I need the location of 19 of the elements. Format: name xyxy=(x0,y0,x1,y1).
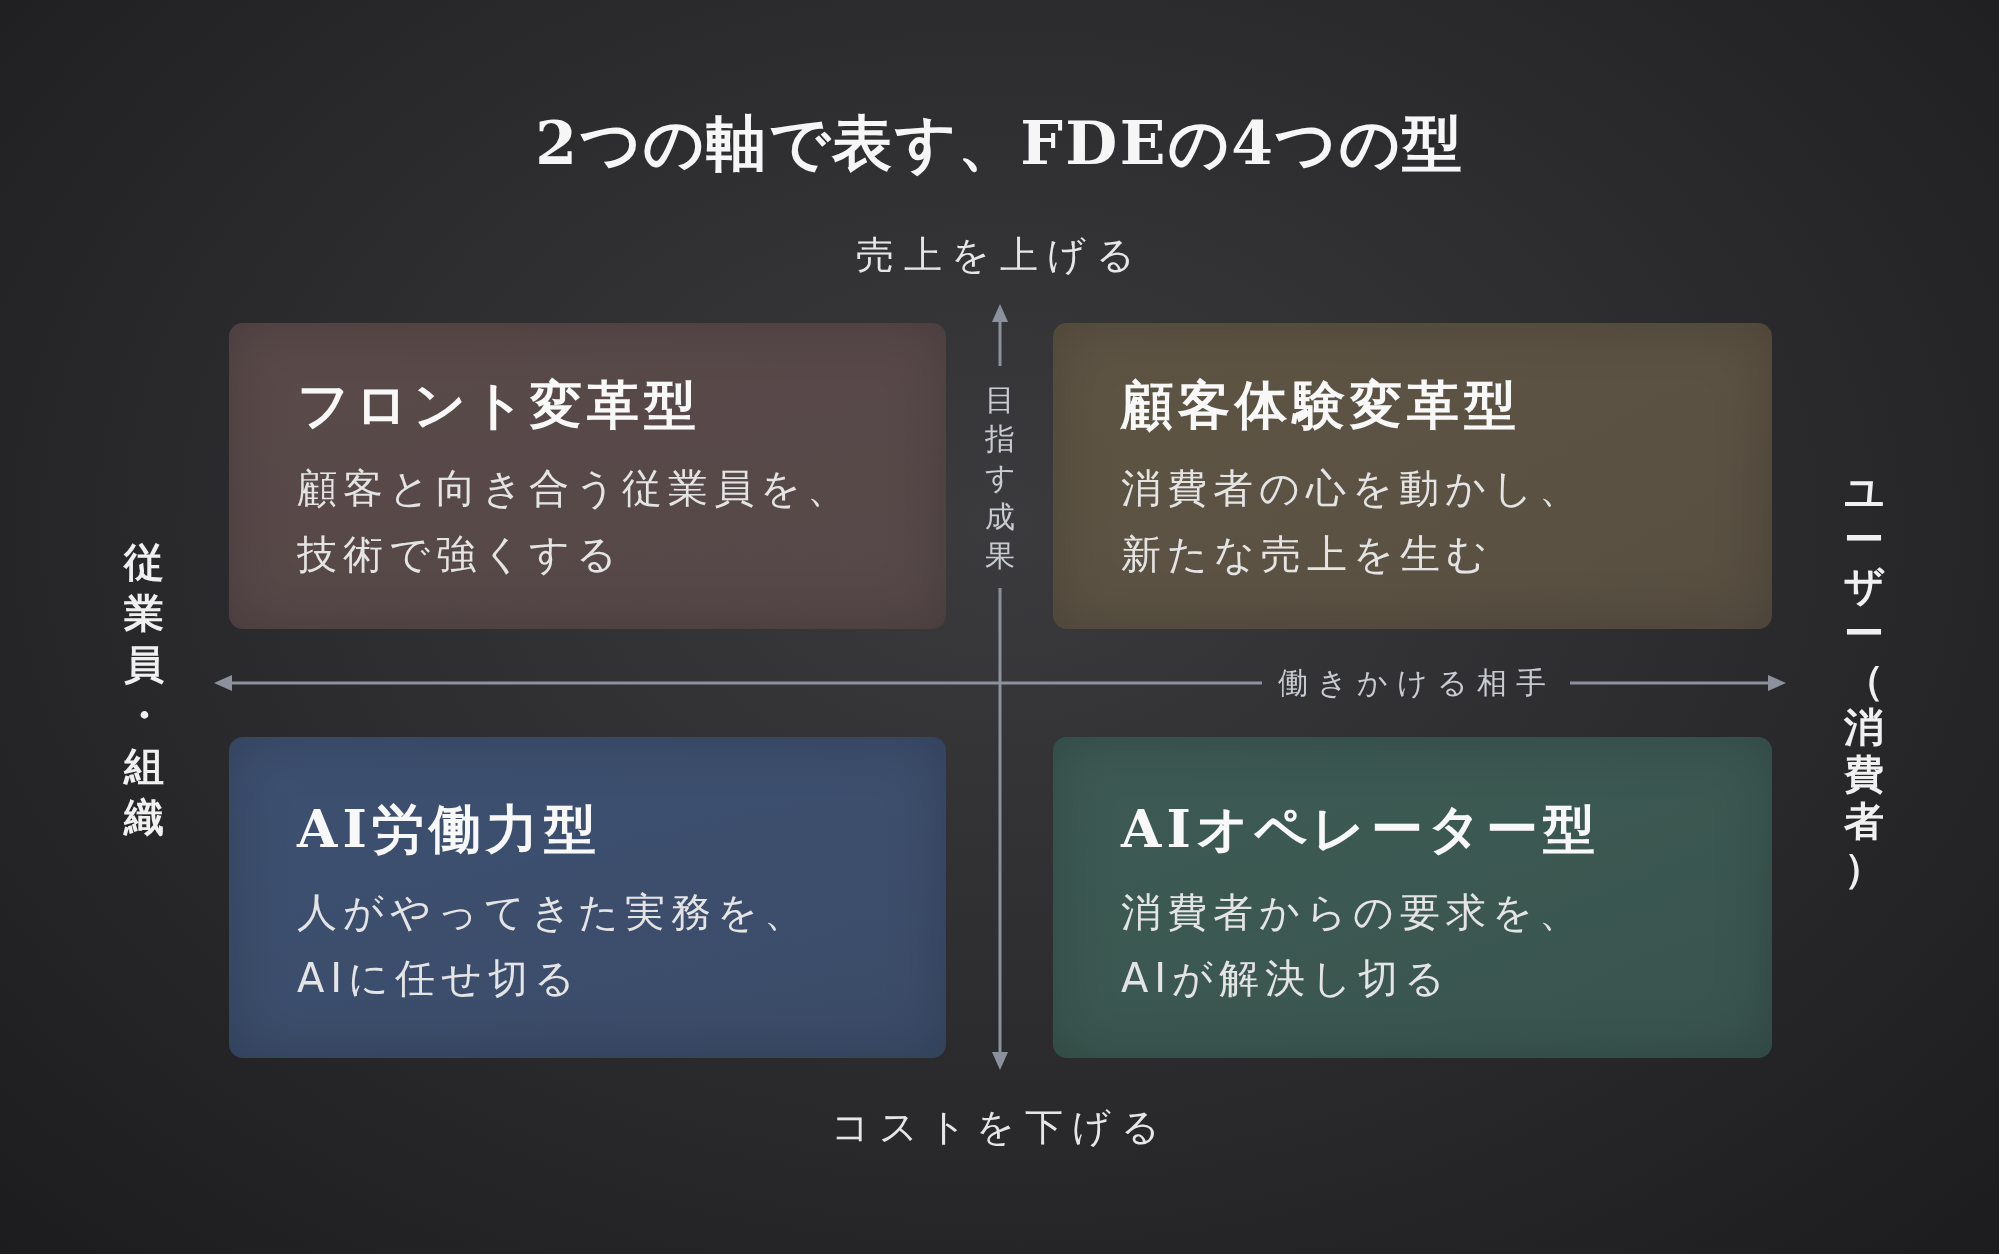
quadrant-description: 人がやってきた実務を、AIに任せ切る xyxy=(297,888,811,1003)
quadrant-title: AI労働力型 xyxy=(297,797,601,861)
axis-end-label: 従業員・組織 xyxy=(122,538,165,842)
axis-title: 働きかける相手 xyxy=(1277,664,1555,702)
quadrant-title: フロント変革型 xyxy=(297,373,702,437)
quadrant-card xyxy=(1053,323,1772,629)
axis-end-label: ユーザー（消費者） xyxy=(1842,468,1886,892)
quadrant-title: AIオペレーター型 xyxy=(1121,797,1601,861)
quadrant-title: 顧客体験変革型 xyxy=(1121,373,1522,437)
quadrant-description: 顧客と向き合う従業員を、技術で強くする xyxy=(297,464,854,579)
quadrant-description: 消費者の心を動かし、新たな売上を生む xyxy=(1121,464,1586,579)
axis-end-label: 売上を上げる xyxy=(856,232,1144,279)
axis-end-label: コストを下げる xyxy=(830,1104,1170,1151)
quadrant-card xyxy=(229,737,946,1058)
quadrant-description: 消費者からの要求を、AIが解決し切る xyxy=(1121,888,1586,1003)
quadrant-card xyxy=(229,323,946,629)
axis-title: 目指す成果 xyxy=(983,380,1017,575)
quadrant-card xyxy=(1053,737,1772,1058)
diagram-title: 2つの軸で表す、FDEの4つの型 xyxy=(535,107,1465,180)
